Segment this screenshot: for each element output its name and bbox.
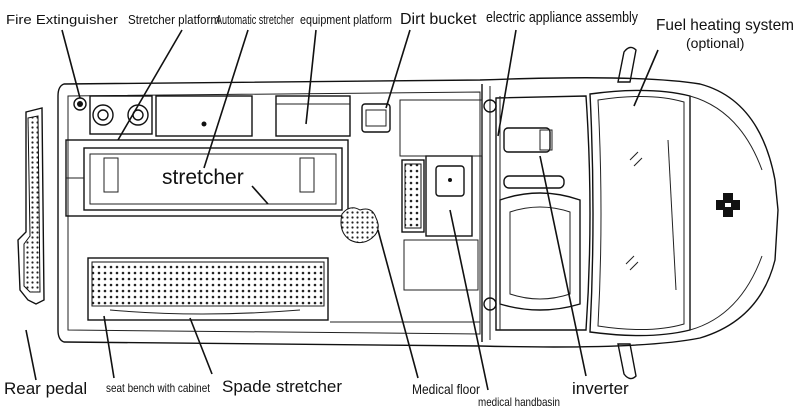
callout-labels: Fire Extinguisher Stretcher platform Aut… xyxy=(4,9,794,409)
label-medical-floor: Medical floor xyxy=(412,381,480,397)
medical-floor-patch xyxy=(340,207,379,244)
label-medical-handbasin: medical handbasin xyxy=(478,395,560,409)
label-electric-appliance-assembly: electric appliance assembly xyxy=(486,9,638,26)
label-fuel-heating-system: Fuel heating system xyxy=(656,17,794,34)
main-stretcher xyxy=(65,139,349,217)
rear-pedal xyxy=(17,107,45,305)
label-fire-extinguisher: Fire Extinguisher xyxy=(6,12,119,27)
seat-bench-with-cabinet xyxy=(87,257,329,321)
label-automatic-stretcher: Automatic stretcher xyxy=(216,12,294,27)
leader-lines xyxy=(25,29,659,391)
handbasin-sink xyxy=(435,165,465,197)
rear-compartment xyxy=(65,95,483,323)
label-optional: (optional) xyxy=(686,35,744,51)
vehicle-body xyxy=(57,46,779,380)
label-inverter: inverter xyxy=(572,379,629,398)
cab-interior xyxy=(483,95,591,331)
label-stretcher-platform: Stretcher platform xyxy=(128,12,220,27)
label-dirt-bucket: Dirt bucket xyxy=(400,11,477,28)
label-spade-stretcher: Spade stretcher xyxy=(222,377,342,396)
label-stretcher: stretcher xyxy=(162,166,244,189)
medical-cross-emblem xyxy=(716,193,740,217)
label-rear-pedal: Rear pedal xyxy=(4,379,87,398)
label-equipment-platform: equipment platform xyxy=(300,12,392,27)
label-seat-bench-with-cabinet: seat bench with cabinet xyxy=(106,381,211,395)
